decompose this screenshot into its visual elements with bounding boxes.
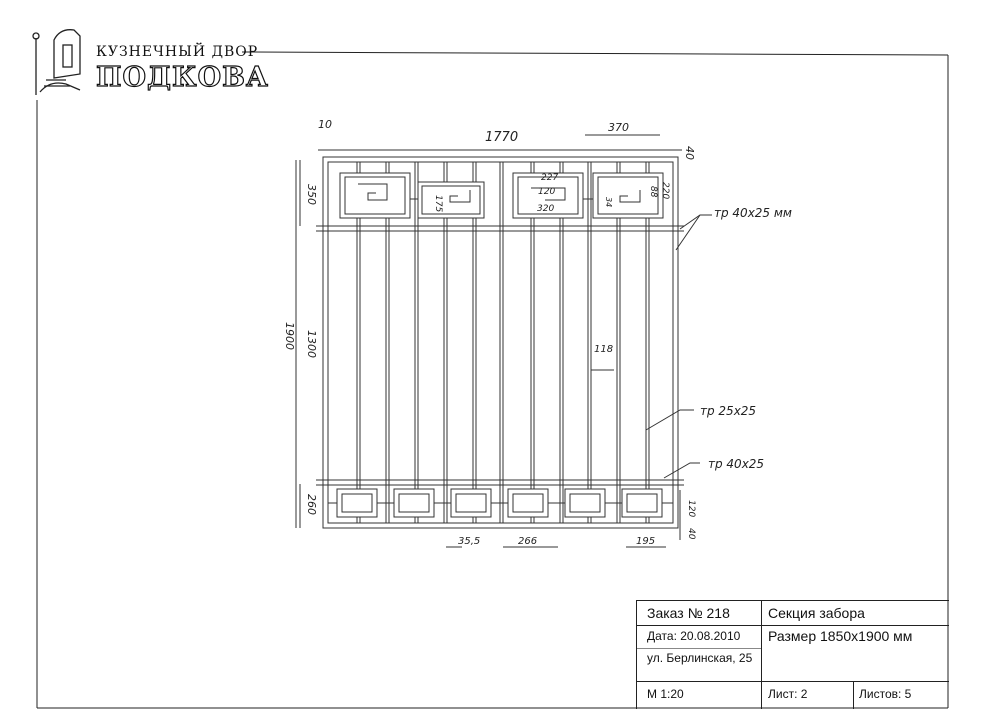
dim-top-offset: 40 [683,146,696,160]
dim-overall-height: 1900 [283,322,296,350]
dim-120: 120 [538,187,556,197]
bottom-module-inner [626,493,658,513]
callout-bottom-tube: тр 40x25 [708,457,765,471]
order-number: Заказ № 218 [647,605,730,621]
bottom-module-inner [341,493,373,513]
callout-vertical-tube: тр 25x25 [700,404,757,418]
dim-right-120: 120 [686,500,696,518]
bottom-module-inner [512,493,544,513]
bottom-module-inner [569,493,601,513]
drawing-size: Размер 1850x1900 мм [768,628,913,644]
dim-227: 227 [541,173,559,183]
dim-module-width: 370 [608,121,629,134]
dim-175: 175 [433,195,443,213]
dim-bottom-panel-height: 260 [305,494,318,515]
dim-34: 34 [604,197,613,208]
logo-subtitle: КУЗНЕЧНЫЙ ДВОР [96,44,259,60]
sheet-number: Лист: 2 [768,687,808,701]
address: ул. Берлинская, 25 [647,651,753,665]
callout-top-tube: тр 40x25 мм [714,206,792,220]
dim-bottom-266: 266 [518,536,538,547]
dim-320: 320 [537,204,555,214]
bottom-module-inner [398,493,430,513]
dim-left-offset: 10 [318,118,332,131]
fence-section [295,134,712,548]
dim-top-panel-height: 350 [305,184,318,205]
dim-overall-width: 1770 [485,130,519,145]
dim-bar-spacing: 118 [594,344,614,355]
dim-right-40: 40 [686,528,696,540]
logo-name: ПОДКОВА [95,61,269,93]
dim-bottom-195: 195 [636,536,656,547]
sheet-count: Листов: 5 [859,687,912,701]
bottom-module-inner [455,493,487,513]
drawing-date: Дата: 20.08.2010 [647,629,741,643]
dim-mid-height: 1300 [305,330,318,358]
drawing-title: Секция забора [768,605,865,621]
dim-220: 220 [660,182,670,200]
scale: М 1:20 [647,687,684,701]
dim-88: 88 [648,186,658,198]
sheet-border [36,51,949,709]
dim-bottom-355: 35,5 [458,536,481,547]
title-block: Заказ № 218 Секция забора Дата: 20.08.20… [636,600,949,709]
logo-emblem [32,29,81,95]
